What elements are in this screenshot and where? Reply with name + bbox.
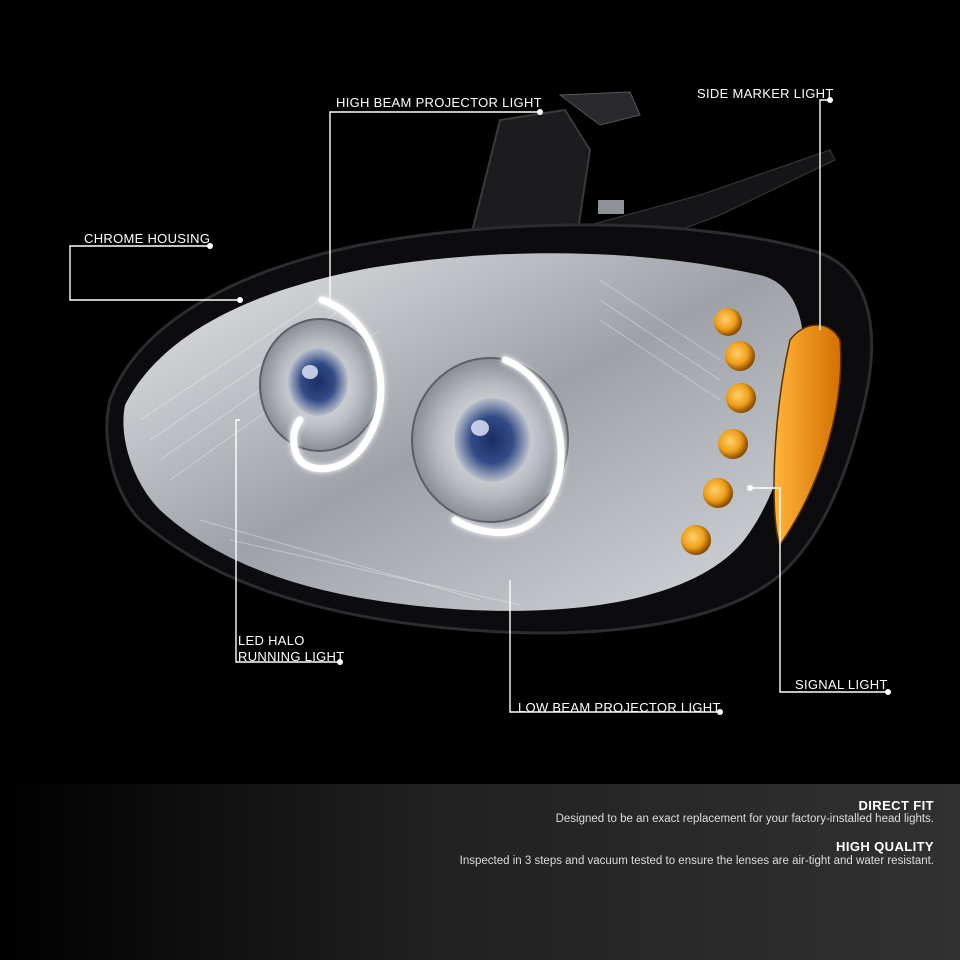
callout-led-halo-line1: LED HALO bbox=[238, 633, 305, 648]
mounting-bracket bbox=[468, 91, 836, 252]
high-beam-projector bbox=[259, 318, 381, 452]
callout-side-marker: SIDE MARKER LIGHT bbox=[697, 86, 834, 101]
callout-chrome-housing: CHROME HOUSING bbox=[84, 231, 211, 246]
feature-desc-high-quality: Inspected in 3 steps and vacuum tested t… bbox=[459, 855, 934, 867]
signal-leds bbox=[681, 308, 756, 555]
low-beam-projector bbox=[411, 357, 569, 523]
feature-desc-direct-fit: Designed to be an exact replacement for … bbox=[555, 813, 934, 825]
callout-high-beam: HIGH BEAM PROJECTOR LIGHT bbox=[336, 95, 542, 110]
feature-title-high-quality: HIGH QUALITY bbox=[836, 839, 934, 854]
callout-signal: SIGNAL LIGHT bbox=[795, 677, 888, 692]
callout-led-halo-line2: RUNNING LIGHT bbox=[238, 649, 345, 664]
led-halo bbox=[290, 296, 565, 536]
leader-dots bbox=[207, 97, 891, 715]
feature-title-direct-fit: DIRECT FIT bbox=[858, 798, 934, 813]
leader-lines bbox=[69, 99, 888, 713]
callout-low-beam: LOW BEAM PROJECTOR LIGHT bbox=[518, 700, 721, 715]
side-marker-lens bbox=[773, 324, 842, 547]
features-panel: DIRECT FIT Designed to be an exact repla… bbox=[0, 784, 960, 960]
